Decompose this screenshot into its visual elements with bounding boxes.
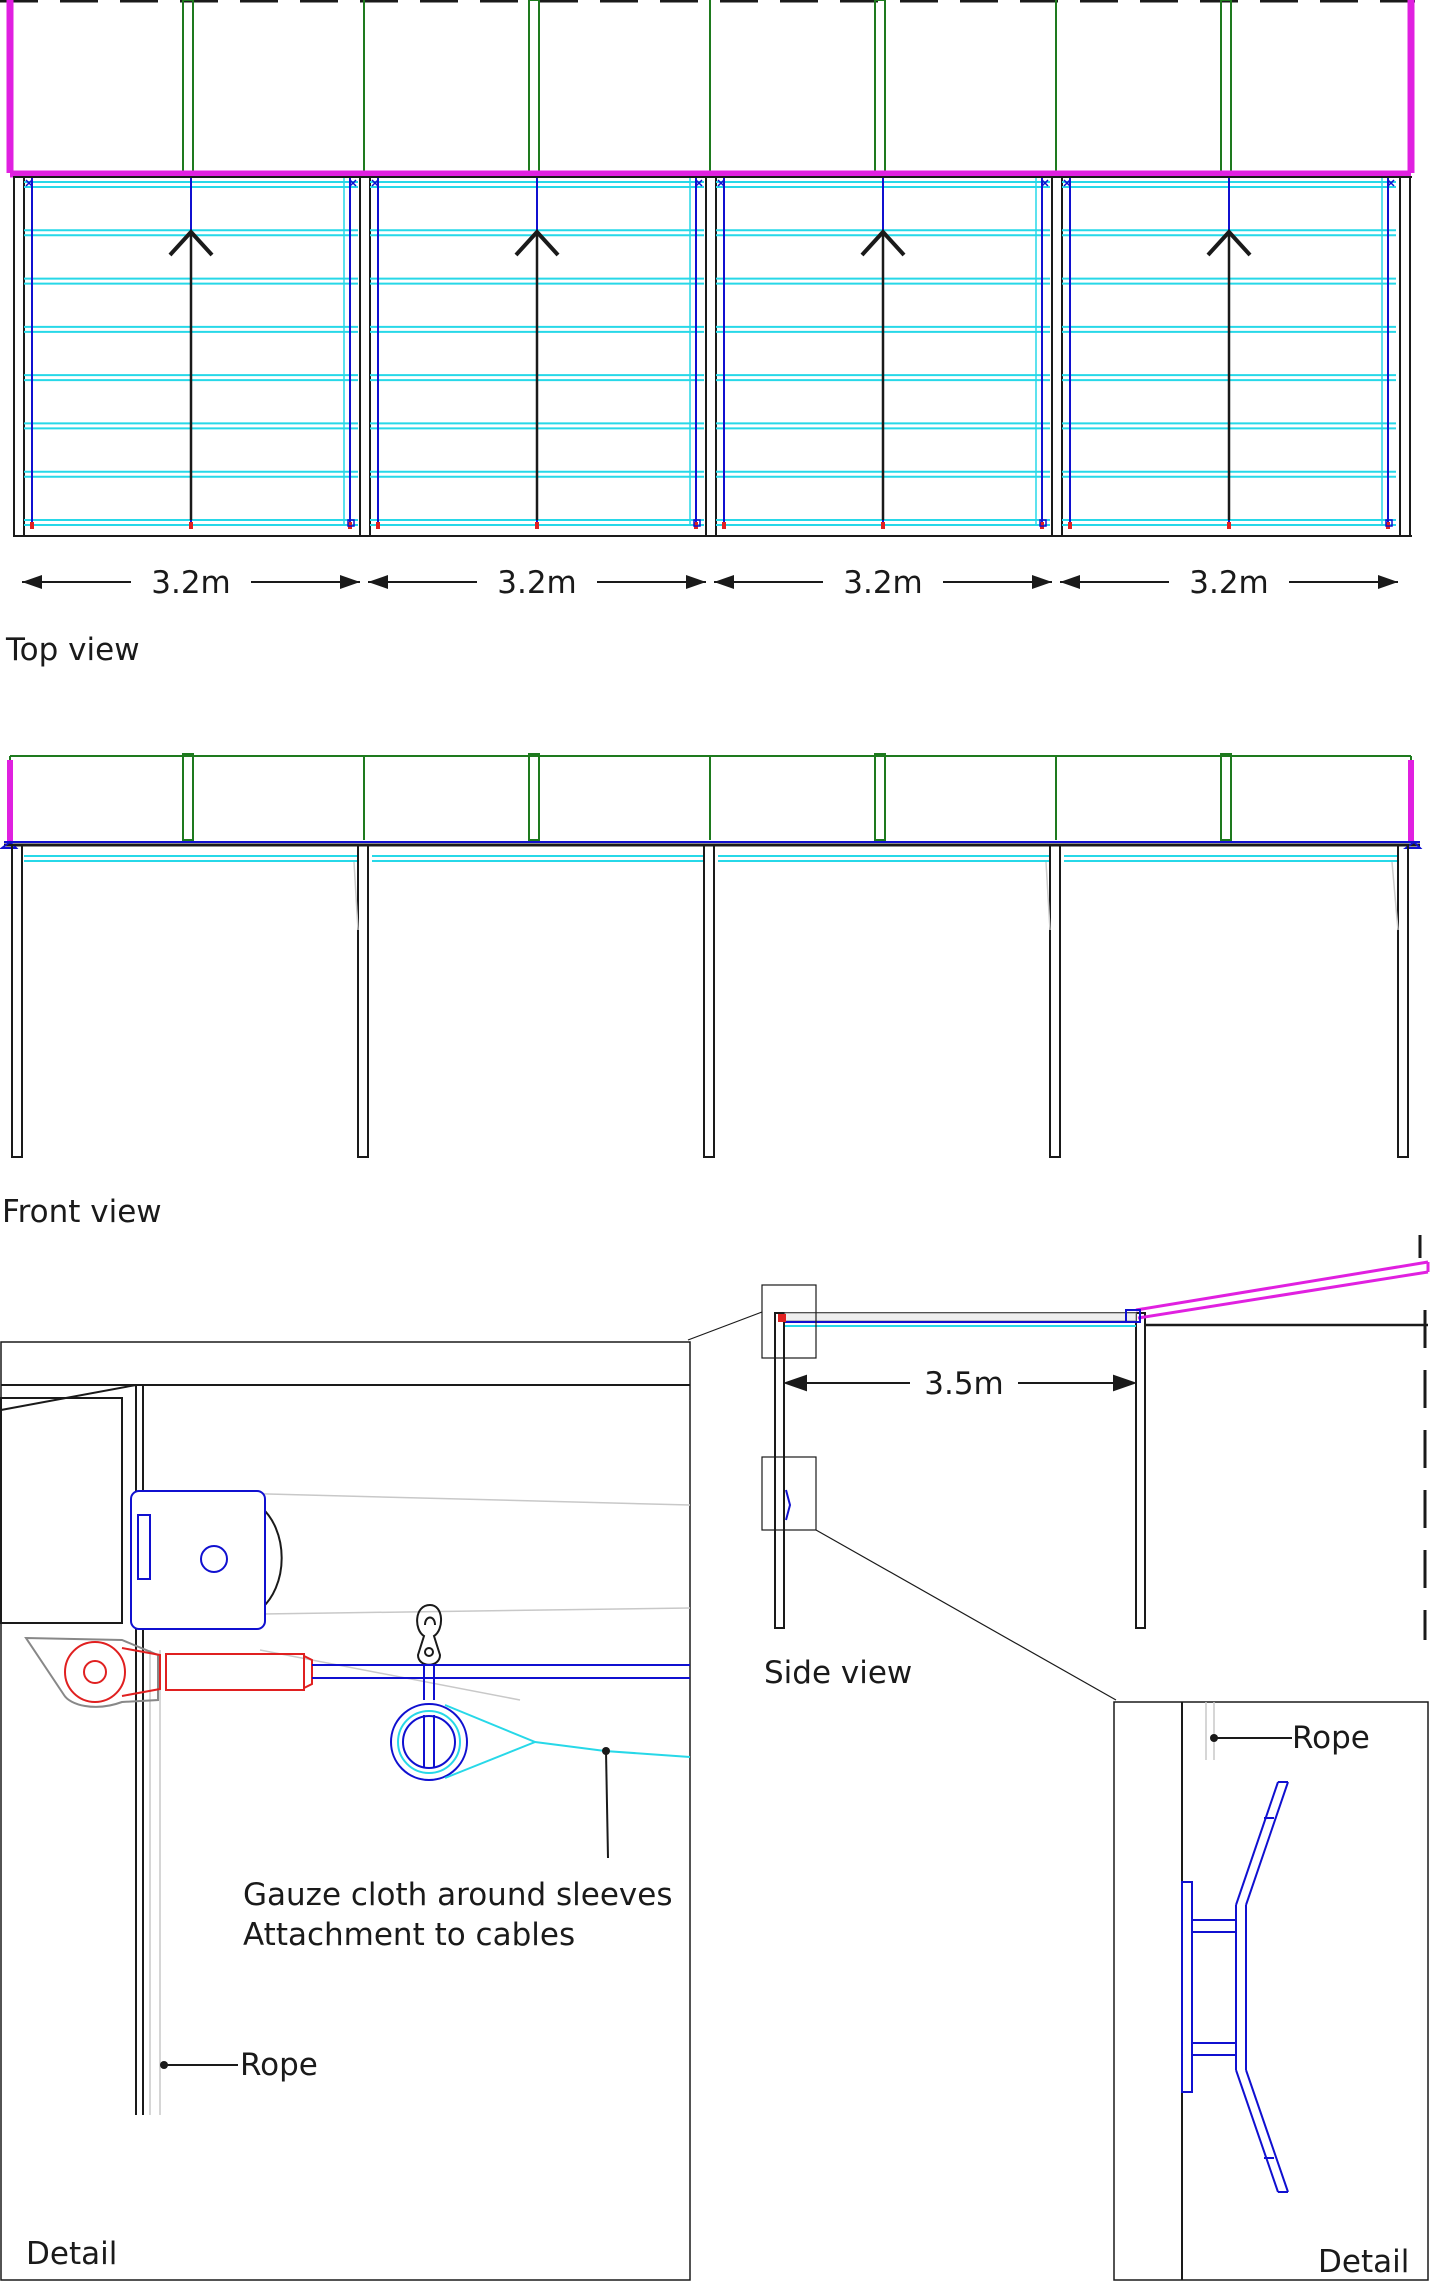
bay-dimension: 3.2m [714,565,1052,601]
anchor-mark [376,522,380,529]
bay-width-label: 3.2m [497,565,577,601]
callout-attachment-text: Attachment to cables [243,1917,575,1953]
side-view: 3.5m Side view [687,1235,1430,1701]
bracket-icon [1181,1781,1289,2193]
corner-mark [347,519,355,527]
front-view-posts [11,844,1409,1158]
corner-mark [25,179,33,187]
detail-left-cable [312,1664,690,1781]
detail-right-ropes [1205,1702,1215,1760]
corner-mark [371,179,379,187]
top-view-roof [9,0,1411,174]
corner-mark [1041,179,1049,187]
detail-left-callout [602,1747,610,1859]
bay-width-label: 3.2m [843,565,923,601]
corner-mark [1387,179,1395,187]
detail-left-title: Detail [26,2236,117,2272]
anchor-mark [30,522,34,529]
detail-left-rope-leader [160,2061,238,2069]
detail-left-structure [0,1384,690,2115]
arrowhead-left-icon [1060,575,1080,589]
anchor-mark [881,522,885,529]
gauze-cloth [444,1704,691,1779]
bay-dimension: 3.2m [1060,565,1398,601]
top-view-dimensions: 3.2m 3.2m 3.2m 3.2m [22,565,1398,601]
top-view-bays [24,178,1396,529]
arrowhead-left-icon [368,575,388,589]
detail-right-title: Detail [1318,2244,1409,2280]
arrowhead-left-icon [22,575,42,589]
arrow-up-icon [168,229,214,257]
turnbuckle-icon [24,1636,313,1708]
anchor-mark [1227,522,1231,529]
arrow-up-icon [1206,229,1252,257]
arrow-up-icon [514,229,560,257]
side-view-dimension [782,1374,1138,1392]
shackle-hook-icon [416,1603,442,1666]
front-view-title: Front view [2,1194,162,1230]
top-view-frame [13,176,1412,537]
side-view-roof-slope [1135,1235,1430,1320]
side-view-bracket-mark [785,1489,792,1521]
detail-left-rope-label: Rope [240,2047,318,2083]
top-view-bay [1062,178,1396,529]
front-view-ropes [353,861,1399,931]
bay-dimension: 3.2m [22,565,360,601]
corner-mark [717,179,725,187]
anchor-mark [535,522,539,529]
side-view-zoom-boxes [687,1284,1117,1701]
bay-width-label: 3.2m [1189,565,1269,601]
side-view-frame [774,1310,1428,1640]
top-view-title: Top view [5,632,140,668]
arrowhead-left-icon [714,575,734,589]
anchor-mark [722,522,726,529]
corner-mark [695,179,703,187]
top-view-bay [24,178,358,529]
bay-dimension: 3.2m [368,565,706,601]
front-view: Front view [0,753,1423,1230]
corner-mark [1063,179,1071,187]
corner-mark [1039,519,1047,527]
anchor-mark [189,522,193,529]
detail-right-frame [1113,1701,1429,2281]
front-view-roof [9,753,1412,841]
front-view-cover [7,760,1414,842]
arrow-up-icon [860,229,906,257]
anchor-mark [1068,522,1072,529]
pulley-icon [130,1490,283,1630]
corner-mark [693,519,701,527]
detail-right-rope-leader [1210,1734,1292,1742]
detail-left-frame [0,1341,691,2281]
top-view: 3.2m 3.2m 3.2m 3.2m Top view [0,0,1415,668]
top-view-cover [6,0,1415,178]
corner-mark [1385,519,1393,527]
front-view-net [24,855,1398,862]
corner-mark [349,179,357,187]
arrowhead-right-icon [340,575,360,589]
detail-right: Rope Detail [1113,1701,1429,2281]
side-view-title: Side view [764,1655,912,1691]
top-view-bay [716,178,1050,529]
side-view-net [778,1309,1141,1327]
arrowhead-right-icon [686,575,706,589]
detail-left: Gauze cloth around sleeves Attachment to… [0,1341,691,2281]
detail-right-rope-label: Rope [1292,1720,1370,1756]
arrowhead-right-icon [1032,575,1052,589]
callout-gauze-text: Gauze cloth around sleeves [243,1877,672,1913]
side-view-depth-label: 3.5m [924,1366,1004,1402]
top-view-bay [370,178,704,529]
arrowhead-right-icon [1378,575,1398,589]
bay-width-label: 3.2m [151,565,231,601]
